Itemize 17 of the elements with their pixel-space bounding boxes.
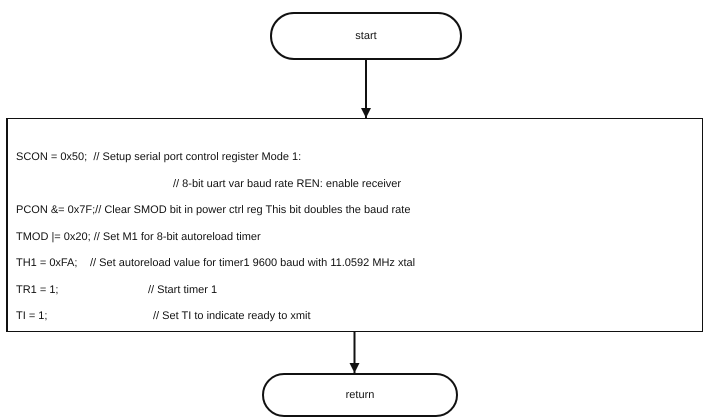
code-line: TI = 1; xyxy=(16,310,48,323)
terminal-pill xyxy=(270,12,462,60)
terminal-pill xyxy=(262,373,458,417)
code-line: TMOD |= 0x20; // Set M1 for 8-bit autoreload timer xyxy=(16,230,261,244)
code-line: // Start timer 1 xyxy=(148,284,218,296)
process-box xyxy=(6,118,703,332)
terminal-label: return xyxy=(346,389,374,401)
arrow xyxy=(361,60,371,118)
terminal-label: start xyxy=(355,30,377,42)
code-line: // Set autoreload value for timer1 9600 baud with 11.0592 MHz xtal xyxy=(90,257,416,270)
code-line: // Set TI to indicate ready to xmit xyxy=(153,310,311,323)
code-line: TH1 = 0xFA; xyxy=(16,257,78,270)
code-line: TR1 = 1; xyxy=(16,284,58,296)
arrow xyxy=(350,332,360,373)
code-line: SCON = 0x50; // Setup serial port control register Mode 1: xyxy=(16,151,302,164)
code-line: // 8-bit uart var baud rate REN: enable receiver xyxy=(173,178,402,190)
code-line: PCON &= 0x7F;// Clear SMOD bit in power ctrl reg This bit doubles the baud rate xyxy=(16,204,410,217)
